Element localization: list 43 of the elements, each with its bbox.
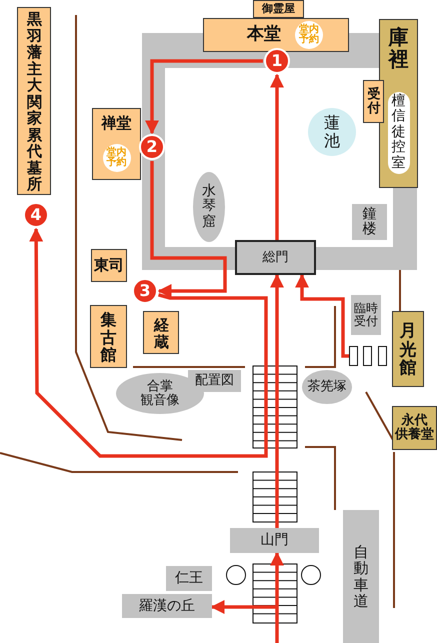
statue-circle xyxy=(301,565,321,585)
building-name: 庫裡 xyxy=(388,26,410,70)
road-label: 自動車道 xyxy=(343,510,379,643)
building-label: 東司 xyxy=(91,249,127,282)
route-arrow xyxy=(29,228,268,458)
statue-circle xyxy=(226,565,246,585)
stall-box xyxy=(378,346,387,366)
reservation-label: 堂内予約 xyxy=(102,144,130,172)
place-label: 茶筅塚 xyxy=(302,370,352,404)
reception-label: 受付 xyxy=(363,80,384,123)
building-name: 本堂 xyxy=(247,26,281,44)
building-card xyxy=(379,19,418,188)
route-arrow xyxy=(145,59,263,134)
route-arrow xyxy=(270,552,284,643)
gate-label: 山門 xyxy=(230,528,319,553)
building-label: 月光館 xyxy=(392,311,424,387)
place-label: 水琴窟 xyxy=(193,172,225,242)
reservation-label: 堂内予約 xyxy=(295,21,323,49)
gate-label: 総門 xyxy=(235,240,316,275)
room-label: 檀信徒控室 xyxy=(388,92,410,174)
building-card xyxy=(203,18,349,52)
building-label: 集古館 xyxy=(90,305,127,368)
route-arrow xyxy=(270,74,284,240)
graveyard-label: 黒羽藩主大関家累代墓所 xyxy=(17,7,51,195)
place-label: 羅漢の丘 xyxy=(122,594,212,618)
route-arrow xyxy=(270,274,284,528)
building-label: 永代供養堂 xyxy=(392,406,437,450)
place-label: 鐘楼 xyxy=(352,204,387,240)
stall-box xyxy=(349,346,358,366)
route-arrow xyxy=(295,274,349,358)
building-name: 禅堂 xyxy=(102,116,132,132)
stall-box xyxy=(363,346,372,366)
place-label: 臨時受付 xyxy=(351,295,381,335)
building-card xyxy=(92,108,141,180)
route-number: 4 xyxy=(23,202,49,228)
route-arrow xyxy=(150,161,227,298)
place-label: 配置図 xyxy=(188,370,241,392)
route-number: 3 xyxy=(132,278,158,304)
pond-label: 蓮池 xyxy=(308,108,356,156)
building-label: 御霊屋 xyxy=(253,0,304,18)
building-label: 経蔵 xyxy=(143,311,179,354)
place-label: 仁王 xyxy=(166,566,212,591)
route-arrow xyxy=(210,600,277,614)
